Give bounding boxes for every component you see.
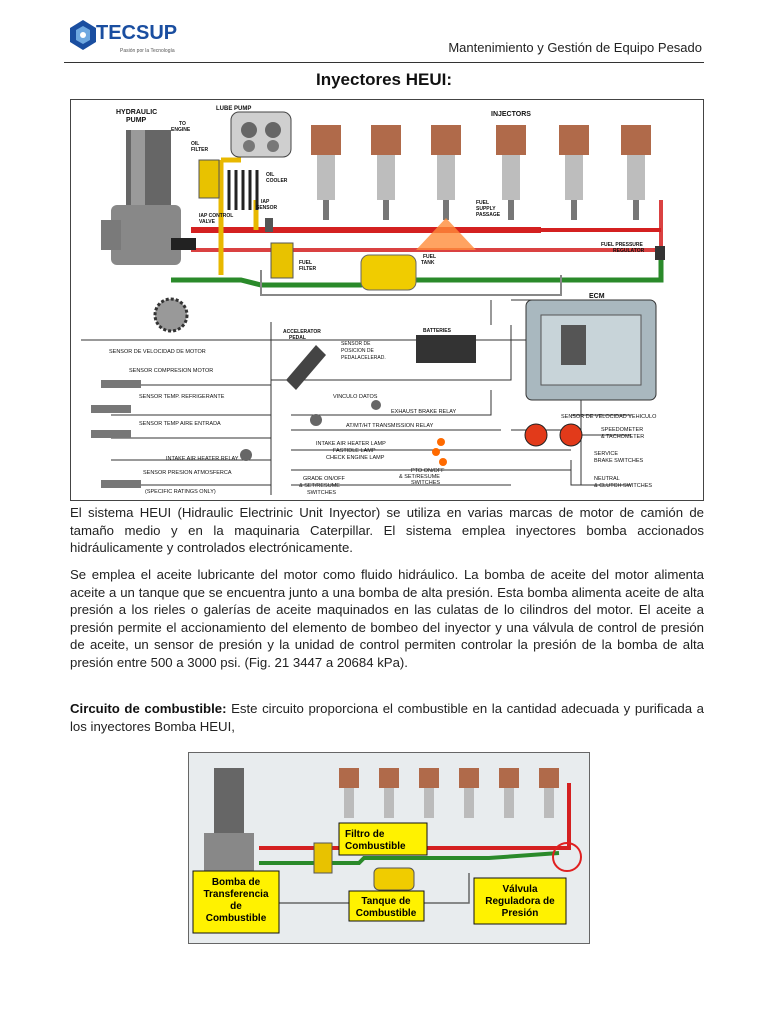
label-left-sensor-4: INTAKE AIR HEATER RELAY [166, 456, 239, 462]
label-iap-valve-2: VALVE [199, 219, 216, 225]
label-fuel-supply-2: SUPPLY [476, 206, 496, 212]
document-header-title: Mantenimiento y Gestión de Equipo Pesado [448, 40, 702, 55]
heui-diagram-svg: HYDRAULIC PUMP LUBE PUMP TO ENGINE OIL F… [81, 106, 665, 496]
brand-tagline: Pasión por la Tecnología [120, 48, 175, 54]
label-center-3: INTAKE AIR HEATER LAMP [316, 441, 386, 447]
callout-filtro-2: Combustible [345, 841, 406, 852]
paragraph-heui-intro: El sistema HEUI (Hidraulic Electrinic Un… [70, 505, 704, 556]
label-fuel-tank-2: TANK [421, 260, 435, 266]
label-center-8: SWITCHES [411, 480, 440, 486]
fuel-circuit-svg: Filtro de Combustible Bomba de Transfere… [189, 753, 589, 943]
label-to-engine-2: ENGINE [171, 127, 191, 133]
label-batteries: BATTERIES [423, 328, 452, 334]
callout-bomba-4: Combustible [206, 913, 267, 924]
label-right-1: SPEEDOMETER [601, 427, 643, 433]
label-oil-cooler-1: OIL [266, 172, 274, 178]
label-center-9: GRADE ON/OFF [303, 476, 346, 482]
label-center-11: SWITCHES [307, 490, 336, 496]
label-fuel-supply-3: PASSAGE [476, 212, 501, 218]
label-sensor-posicion-2: POSICION DE [341, 348, 374, 354]
callout-tanque-2: Combustible [356, 908, 417, 919]
label-fuel-pressure-regulator-2: REGULATOR [613, 248, 645, 254]
label-accelerator-2: PEDAL [289, 335, 306, 341]
label-center-6: PTO ON/OFF [411, 468, 445, 474]
label-left-sensor-1: SENSOR COMPRESION MOTOR [129, 368, 213, 374]
label-lube-pump: LUBE PUMP [216, 106, 251, 112]
label-oil-filter-1: OIL [191, 141, 199, 147]
label-right-4: BRAKE SWITCHES [594, 458, 644, 464]
label-left-sensor-2: SENSOR TEMP. REFRIGERANTE [139, 394, 225, 400]
label-accelerator-1: ACCELERATOR [283, 329, 321, 335]
label-iap-valve-1: IAP CONTROL [199, 213, 233, 219]
label-fuel-filter-1: FUEL [299, 260, 312, 266]
label-ecm: ECM [589, 293, 605, 300]
label-center-1: EXHAUST BRAKE RELAY [391, 409, 457, 415]
callout-filtro-1: Filtro de [345, 829, 385, 840]
label-right-6: & CLUTCH SWITCHES [594, 483, 652, 489]
callout-bomba-1: Bomba de [212, 877, 261, 888]
label-oil-cooler-2: COOLER [266, 178, 288, 184]
label-oil-filter-2: FILTER [191, 147, 209, 153]
tecsup-logo-mark-icon [70, 20, 96, 50]
heui-system-diagram: HYDRAULIC PUMP LUBE PUMP TO ENGINE OIL F… [70, 99, 704, 501]
label-fuel-supply-1: FUEL [476, 200, 489, 206]
label-center-5: CHECK ENGINE LAMP [326, 455, 385, 461]
label-center-0: VINCULO DATOS [333, 394, 378, 400]
fuel-circuit-diagram: Filtro de Combustible Bomba de Transfere… [188, 752, 590, 944]
label-center-2: AT/MT/HT TRANSMISSION RELAY [346, 423, 434, 429]
label-right-2: & TACHOMETER [601, 434, 644, 440]
paragraph-fuel-circuit: Circuito de combustible: Este circuito p… [70, 700, 704, 735]
label-sensor-posicion-1: SENSOR DE [341, 341, 371, 347]
label-center-10: & SET/RESUME [299, 483, 340, 489]
fuel-circuit-text: Este circuito proporciona el combustible… [70, 701, 704, 734]
fuel-circuit-heading: Circuito de combustible: [70, 701, 227, 716]
label-injectors: INJECTORS [491, 111, 531, 118]
label-hydraulic-pump-1: HYDRAULIC [116, 109, 157, 116]
tecsup-logo: TECSUP Pasión por la Tecnología [66, 18, 206, 58]
label-left-sensor-0: SENSOR DE VELOCIDAD DE MOTOR [109, 349, 206, 355]
brand-name: TECSUP [96, 22, 178, 44]
label-iap-sensor-1: IAP [261, 199, 270, 205]
paragraph-heui-oil: Se emplea el aceite lubricante del motor… [70, 567, 704, 670]
callout-bomba-3: de [230, 901, 242, 912]
callout-valvula-1: Válvula [502, 884, 537, 895]
label-hydraulic-pump-2: PUMP [126, 117, 147, 124]
label-to-engine-1: TO [179, 121, 186, 127]
page-header: TECSUP Pasión por la Tecnología Mantenim… [64, 14, 704, 63]
label-left-sensor-6: (SPECIFIC RATINGS ONLY) [145, 489, 216, 495]
label-right-3: SERVICE [594, 451, 618, 457]
callout-tanque-1: Tanque de [361, 896, 411, 907]
label-iap-sensor-2: SENSOR [256, 205, 278, 211]
callout-bomba-2: Transferencia [203, 889, 268, 900]
callout-valvula-2: Reguladora de [485, 896, 555, 907]
callout-valvula-3: Presión [502, 908, 539, 919]
label-fuel-tank-1: FUEL [423, 254, 436, 260]
label-fuel-pressure-regulator-1: FUEL PRESSURE [601, 242, 644, 248]
label-left-sensor-3: SENSOR TEMP AIRE ENTRADA [139, 421, 221, 427]
label-center-7: & SET/RESUME [399, 474, 440, 480]
page-title: Inyectores HEUI: [315, 70, 453, 89]
label-right-5: NEUTRAL [594, 476, 620, 482]
label-center-4: FASTIDLE LAMP [333, 448, 376, 454]
label-fuel-filter-2: FILTER [299, 266, 317, 272]
label-right-0: SENSOR DE VELOCIDAD VEHICULO [561, 414, 657, 420]
injectors-group [311, 125, 651, 220]
label-sensor-posicion-3: PEDALACELERAD. [341, 355, 386, 361]
label-left-sensor-5: SENSOR PRESION ATMOSFERCA [143, 470, 232, 476]
